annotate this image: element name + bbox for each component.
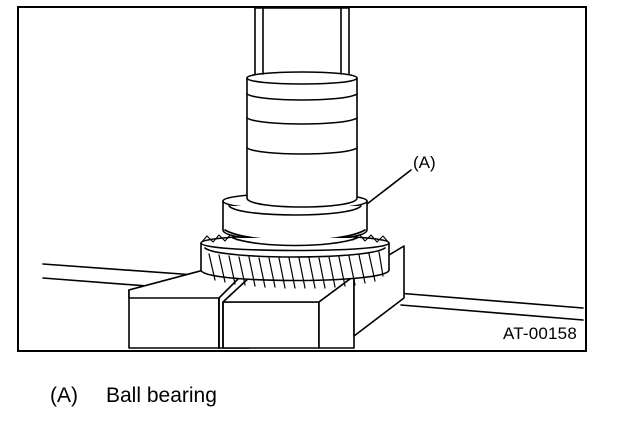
helical-gear: [200, 232, 390, 289]
figure-id: AT-00158: [502, 324, 577, 343]
legend-row: (A) Ball bearing: [50, 384, 217, 408]
shaft: [246, 8, 358, 208]
support-blocks: [128, 245, 405, 349]
figure-frame: (A) AT-00158: [17, 6, 587, 352]
gear-teeth: [208, 251, 384, 289]
callout-label: (A): [413, 153, 436, 172]
legend-key: (A): [50, 384, 78, 407]
legend-text: Ball bearing: [106, 384, 217, 407]
callout-leader: [366, 169, 412, 205]
bearing-press-illustration: (A): [42, 8, 584, 349]
